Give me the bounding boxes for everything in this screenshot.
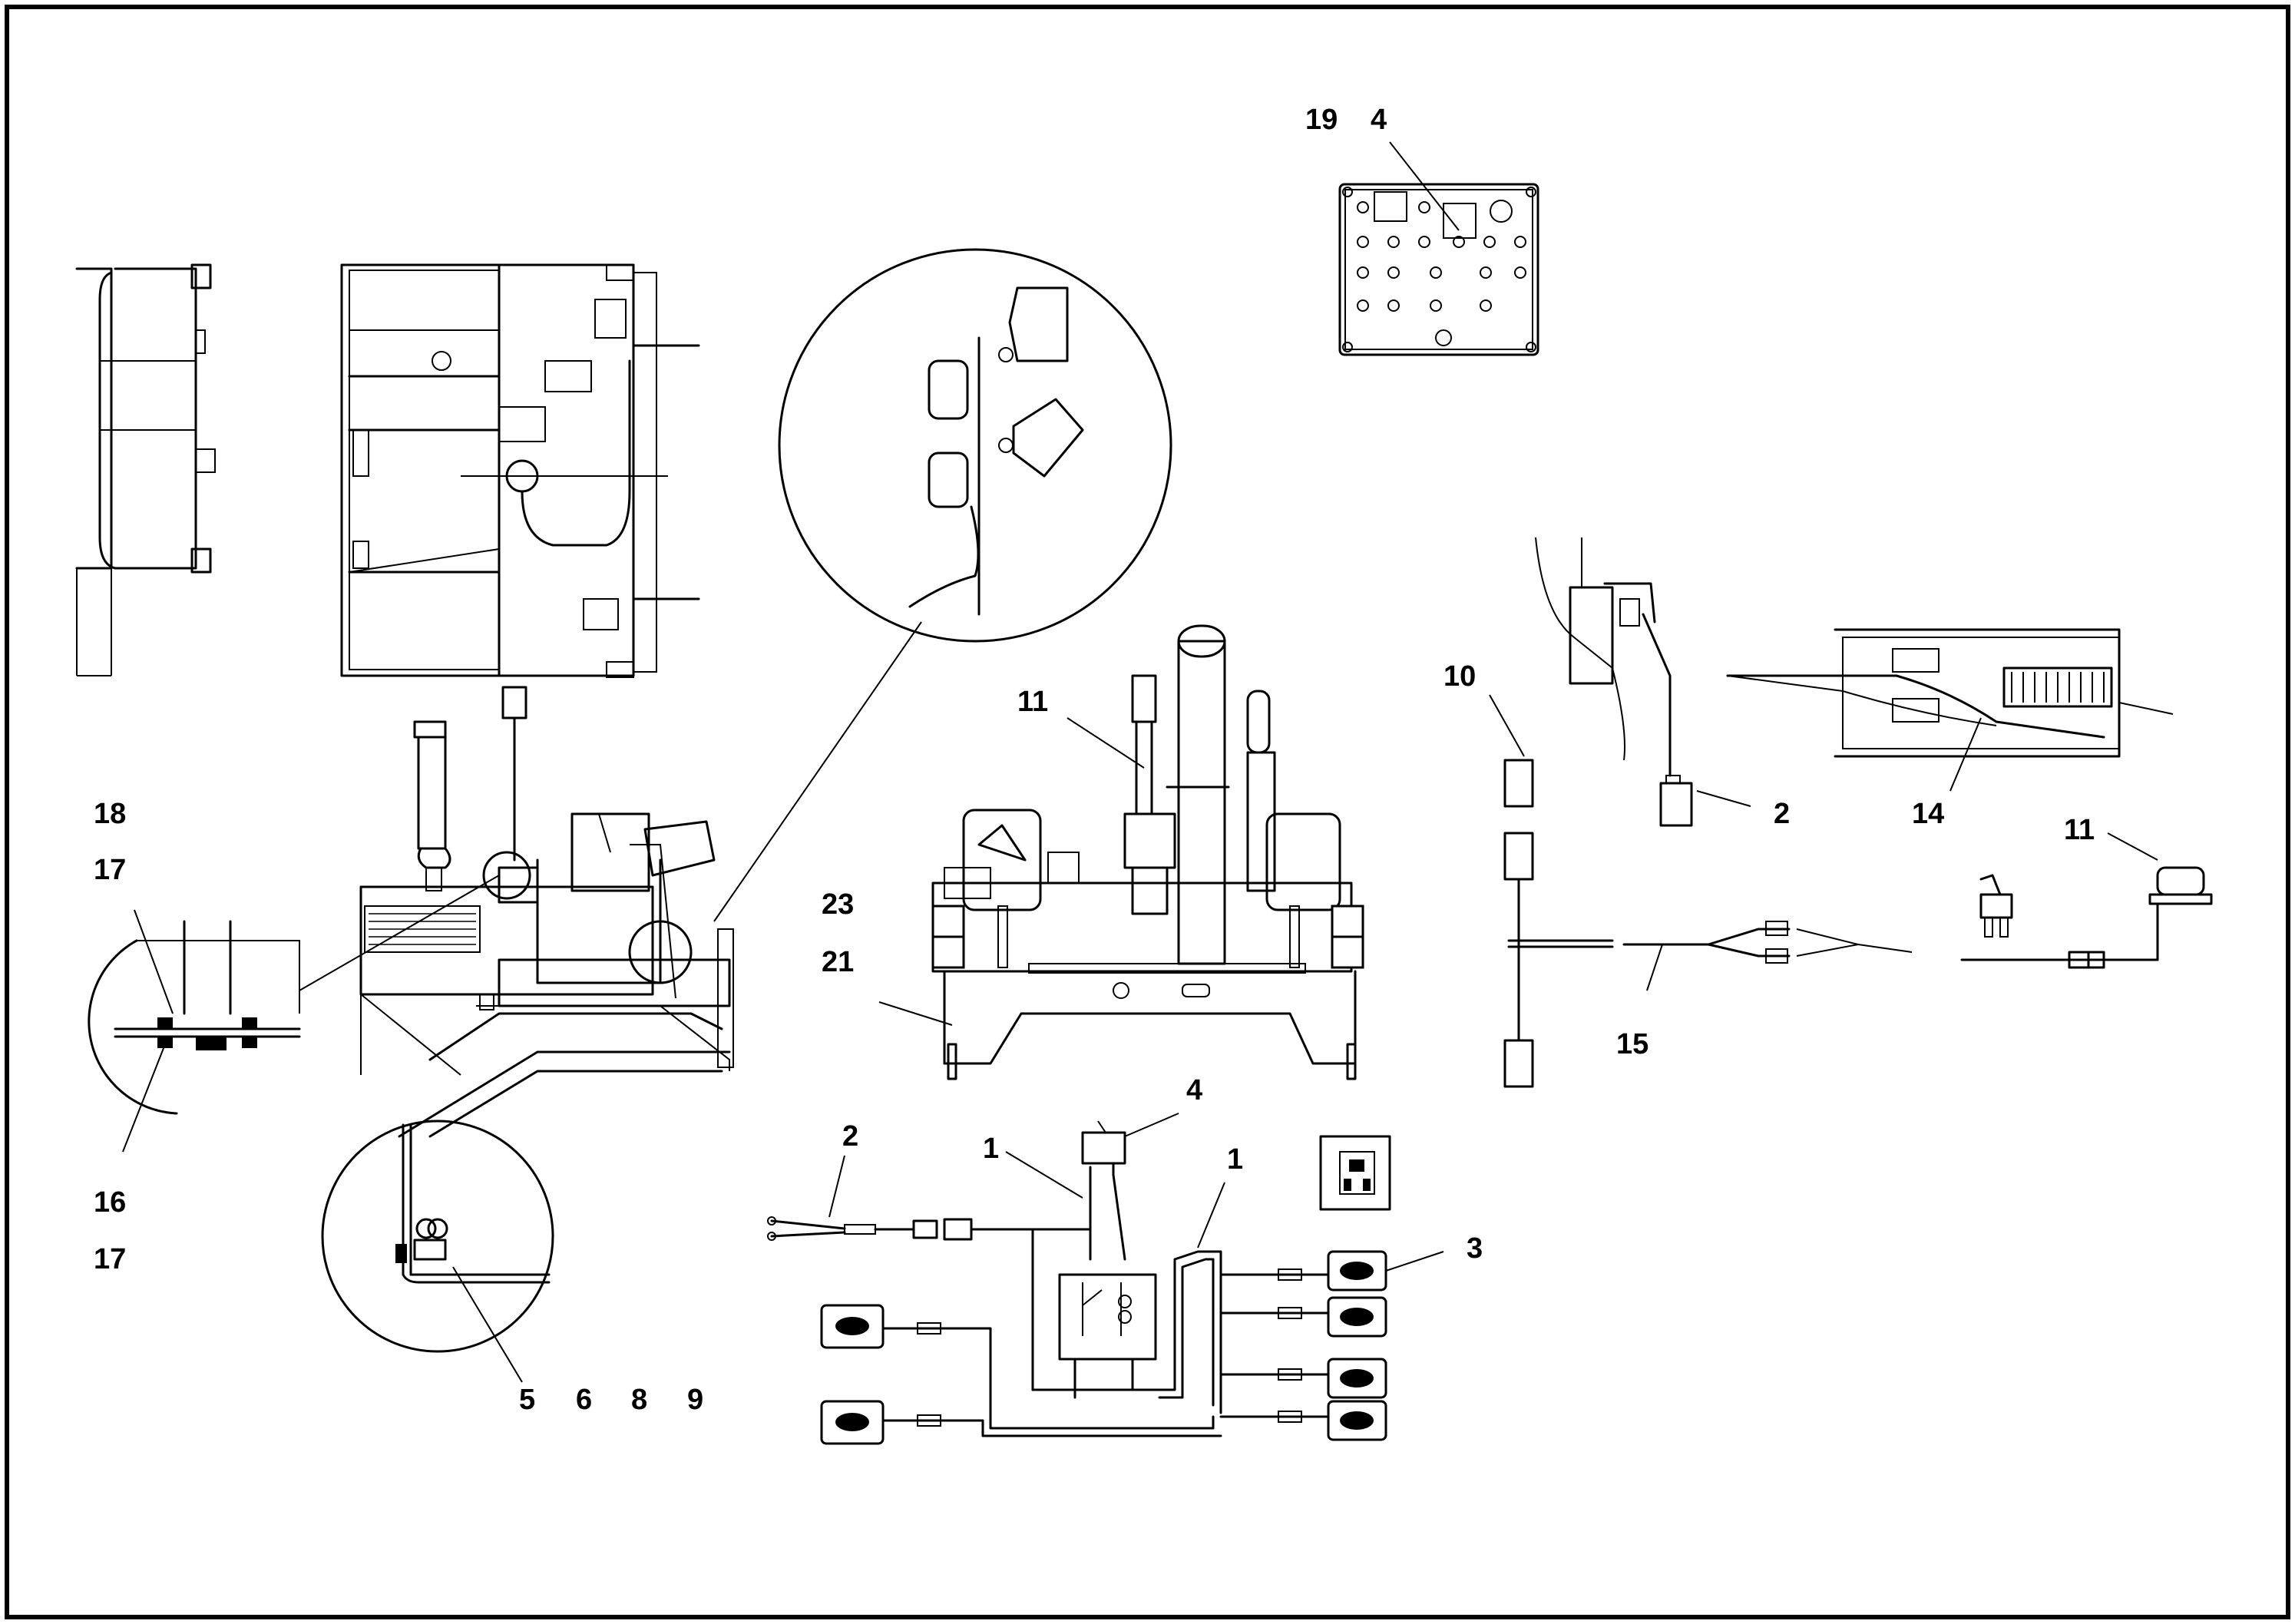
leader-15 bbox=[1646, 944, 1663, 991]
leader-16 bbox=[122, 1044, 166, 1153]
leader-mount-detail bbox=[299, 875, 500, 991]
switch-and-beacon bbox=[1960, 866, 2213, 969]
callout-10: 10 bbox=[1443, 660, 1476, 693]
leader-11-right bbox=[2107, 832, 2158, 861]
leader-3 bbox=[1385, 1251, 1444, 1272]
callout-9: 9 bbox=[687, 1384, 703, 1416]
work-light-detail bbox=[778, 248, 1172, 643]
leader-21 bbox=[878, 1001, 953, 1026]
callout-6: 6 bbox=[576, 1384, 592, 1416]
machine-side-view bbox=[359, 686, 734, 1138]
callout-16: 16 bbox=[94, 1186, 126, 1219]
leader-1-right bbox=[1197, 1182, 1225, 1249]
leader-11-mid bbox=[1066, 717, 1145, 769]
callout-18: 18 bbox=[94, 798, 126, 830]
leader-14 bbox=[1949, 717, 1982, 792]
drawing-frame bbox=[5, 5, 2290, 1619]
callout-11-mid: 11 bbox=[1017, 686, 1048, 718]
leader-1-left bbox=[1005, 1151, 1083, 1199]
leader-4-top bbox=[1389, 141, 1460, 231]
callout-23: 23 bbox=[822, 888, 854, 921]
machine-rear-view bbox=[931, 624, 1364, 1080]
control-panel bbox=[1338, 183, 1539, 356]
leader-4-mid bbox=[1124, 1113, 1179, 1137]
callout-11-right: 11 bbox=[2064, 814, 2095, 846]
callout-15: 15 bbox=[1616, 1028, 1648, 1060]
callout-2-left: 2 bbox=[842, 1120, 858, 1153]
callout-3: 3 bbox=[1467, 1232, 1483, 1265]
callout-21: 21 bbox=[822, 946, 854, 978]
wiring-schematic bbox=[767, 1120, 1391, 1445]
leader-2-right bbox=[1696, 790, 1751, 807]
leader-10 bbox=[1489, 694, 1525, 757]
callout-1-left: 1 bbox=[983, 1133, 999, 1165]
callout-17-bottom: 17 bbox=[94, 1243, 126, 1275]
callout-4-mid: 4 bbox=[1186, 1074, 1202, 1106]
callout-17-top: 17 bbox=[94, 854, 126, 886]
leader-5 bbox=[452, 1266, 523, 1383]
mount-detail-left bbox=[88, 920, 301, 1115]
fuse-panel bbox=[1726, 628, 2174, 758]
callout-19: 19 bbox=[1305, 104, 1338, 136]
callout-2-right: 2 bbox=[1774, 798, 1790, 830]
leader-2-left bbox=[828, 1155, 845, 1218]
relay-bracket bbox=[1535, 537, 1693, 827]
leader-17-top bbox=[134, 909, 174, 1014]
fastener-detail bbox=[321, 1120, 554, 1353]
hood-top-view bbox=[340, 263, 700, 678]
harness-15 bbox=[1503, 759, 1913, 1088]
leader-light-detail bbox=[713, 621, 922, 922]
callout-14: 14 bbox=[1912, 798, 1944, 830]
callout-1-right: 1 bbox=[1227, 1143, 1243, 1176]
hood-side-view bbox=[75, 263, 216, 676]
callout-8: 8 bbox=[631, 1384, 647, 1416]
callout-5: 5 bbox=[519, 1384, 535, 1416]
callout-4-top: 4 bbox=[1371, 104, 1387, 136]
